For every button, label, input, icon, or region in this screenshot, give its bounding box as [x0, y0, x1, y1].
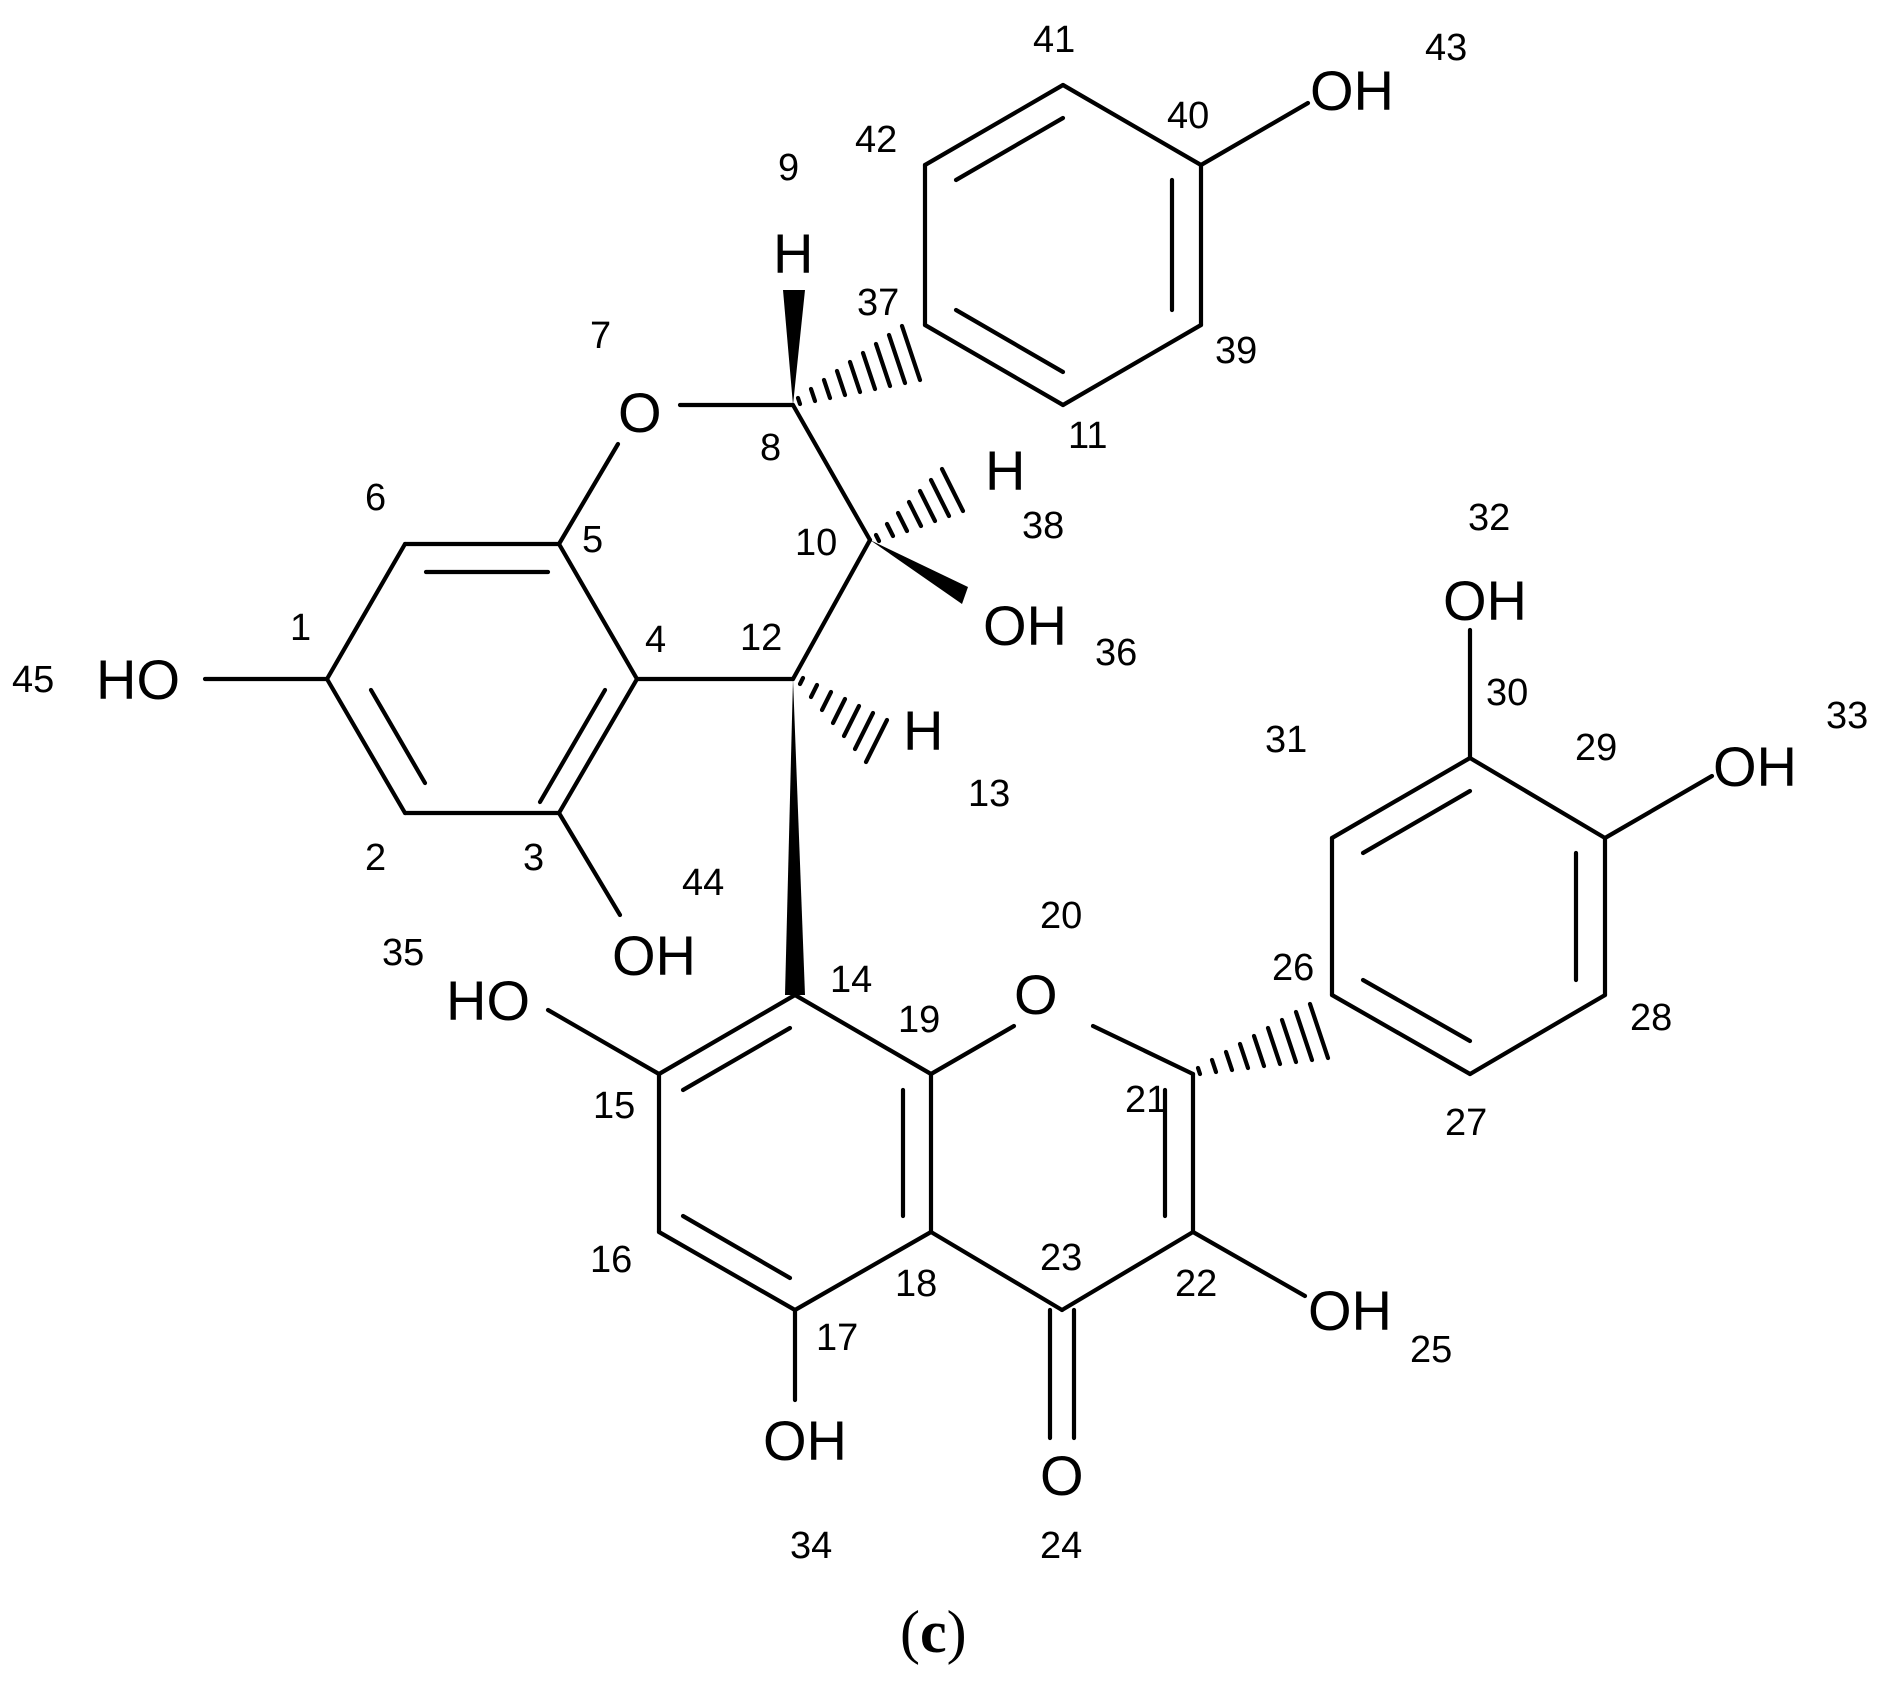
- atom-o7: O: [618, 381, 662, 444]
- atom-number-44: 44: [682, 862, 724, 904]
- atom-number-34: 34: [790, 1525, 832, 1567]
- atom-number-39: 39: [1215, 330, 1257, 372]
- atom-number-7: 7: [590, 315, 611, 357]
- atom-number-11: 11: [1068, 415, 1107, 457]
- figure-caption: (c): [900, 1599, 967, 1665]
- atom-number-9: 9: [778, 147, 799, 189]
- atom-labels: O O O H H H OH HO OH OH HO OH OH OH OH: [96, 59, 1797, 1507]
- atom-oh33: OH: [1713, 735, 1797, 798]
- hashed-wedge-c12-h13: [797, 675, 890, 765]
- atom-number-14: 14: [830, 959, 872, 1001]
- atom-number-6: 6: [365, 477, 386, 519]
- atom-number-41: 41: [1033, 19, 1075, 61]
- atom-number-40: 40: [1167, 95, 1209, 137]
- bond-lines: [202, 82, 1715, 1441]
- atom-number-36: 36: [1095, 632, 1137, 674]
- atom-o20: O: [1014, 963, 1058, 1026]
- atom-number-3: 3: [523, 837, 544, 879]
- atom-ho45: HO: [96, 648, 180, 711]
- atom-oh25: OH: [1308, 1279, 1392, 1342]
- atom-number-4: 4: [645, 619, 666, 661]
- atom-number-22: 22: [1175, 1263, 1217, 1305]
- atom-number-23: 23: [1040, 1237, 1082, 1279]
- atom-h9: H: [773, 222, 813, 285]
- atom-number-35: 35: [382, 932, 424, 974]
- caption-letter: c: [920, 1599, 947, 1665]
- hashed-wedge-c21-c26: [1195, 1001, 1331, 1077]
- atom-number-5: 5: [582, 519, 603, 561]
- hashed-wedge-c8-c37: [795, 323, 923, 407]
- atom-number-32: 32: [1468, 497, 1510, 539]
- atom-number-1: 1: [290, 607, 311, 649]
- atom-number-18: 18: [895, 1263, 937, 1305]
- atom-oh43: OH: [1310, 59, 1394, 122]
- atom-ho35: HO: [446, 969, 530, 1032]
- caption-close-paren: ): [947, 1599, 967, 1665]
- atom-number-13: 13: [968, 773, 1010, 815]
- atom-h38: H: [985, 439, 1025, 502]
- atom-number-20: 20: [1040, 895, 1082, 937]
- atom-number-43: 43: [1425, 27, 1467, 69]
- atom-number-30: 30: [1486, 672, 1528, 714]
- atom-h13: H: [903, 699, 943, 762]
- atom-number-8: 8: [760, 427, 781, 469]
- atom-number-28: 28: [1630, 997, 1672, 1039]
- atom-o24: O: [1040, 1444, 1084, 1507]
- atom-number-27: 27: [1445, 1102, 1487, 1144]
- atom-oh44: OH: [612, 924, 696, 987]
- atom-number-17: 17: [816, 1317, 858, 1359]
- atom-number-38: 38: [1022, 505, 1064, 547]
- atom-number-19: 19: [898, 999, 940, 1041]
- atom-number-24: 24: [1040, 1525, 1082, 1567]
- atom-number-12: 12: [740, 617, 782, 659]
- atom-number-42: 42: [855, 119, 897, 161]
- atom-number-21: 21: [1125, 1079, 1167, 1121]
- atom-number-31: 31: [1265, 719, 1307, 761]
- atom-number-26: 26: [1272, 947, 1314, 989]
- atom-oh32: OH: [1443, 569, 1527, 632]
- atom-number-15: 15: [593, 1085, 635, 1127]
- atom-number-16: 16: [590, 1239, 632, 1281]
- atom-numbers: 1 2 3 4 5 6 7 8 9 10 11 12 13 14 15 16 1…: [12, 19, 1868, 1567]
- atom-number-37: 37: [857, 282, 899, 324]
- atom-number-2: 2: [365, 837, 386, 879]
- atom-number-45: 45: [12, 659, 54, 701]
- hashed-wedge-c10-h38: [873, 466, 966, 544]
- atom-oh36: OH: [983, 594, 1067, 657]
- atom-number-10: 10: [795, 522, 837, 564]
- atom-number-33: 33: [1826, 695, 1868, 737]
- atom-oh34: OH: [763, 1409, 847, 1472]
- caption-open-paren: (: [900, 1599, 920, 1665]
- atom-number-25: 25: [1410, 1329, 1452, 1371]
- atom-number-29: 29: [1575, 727, 1617, 769]
